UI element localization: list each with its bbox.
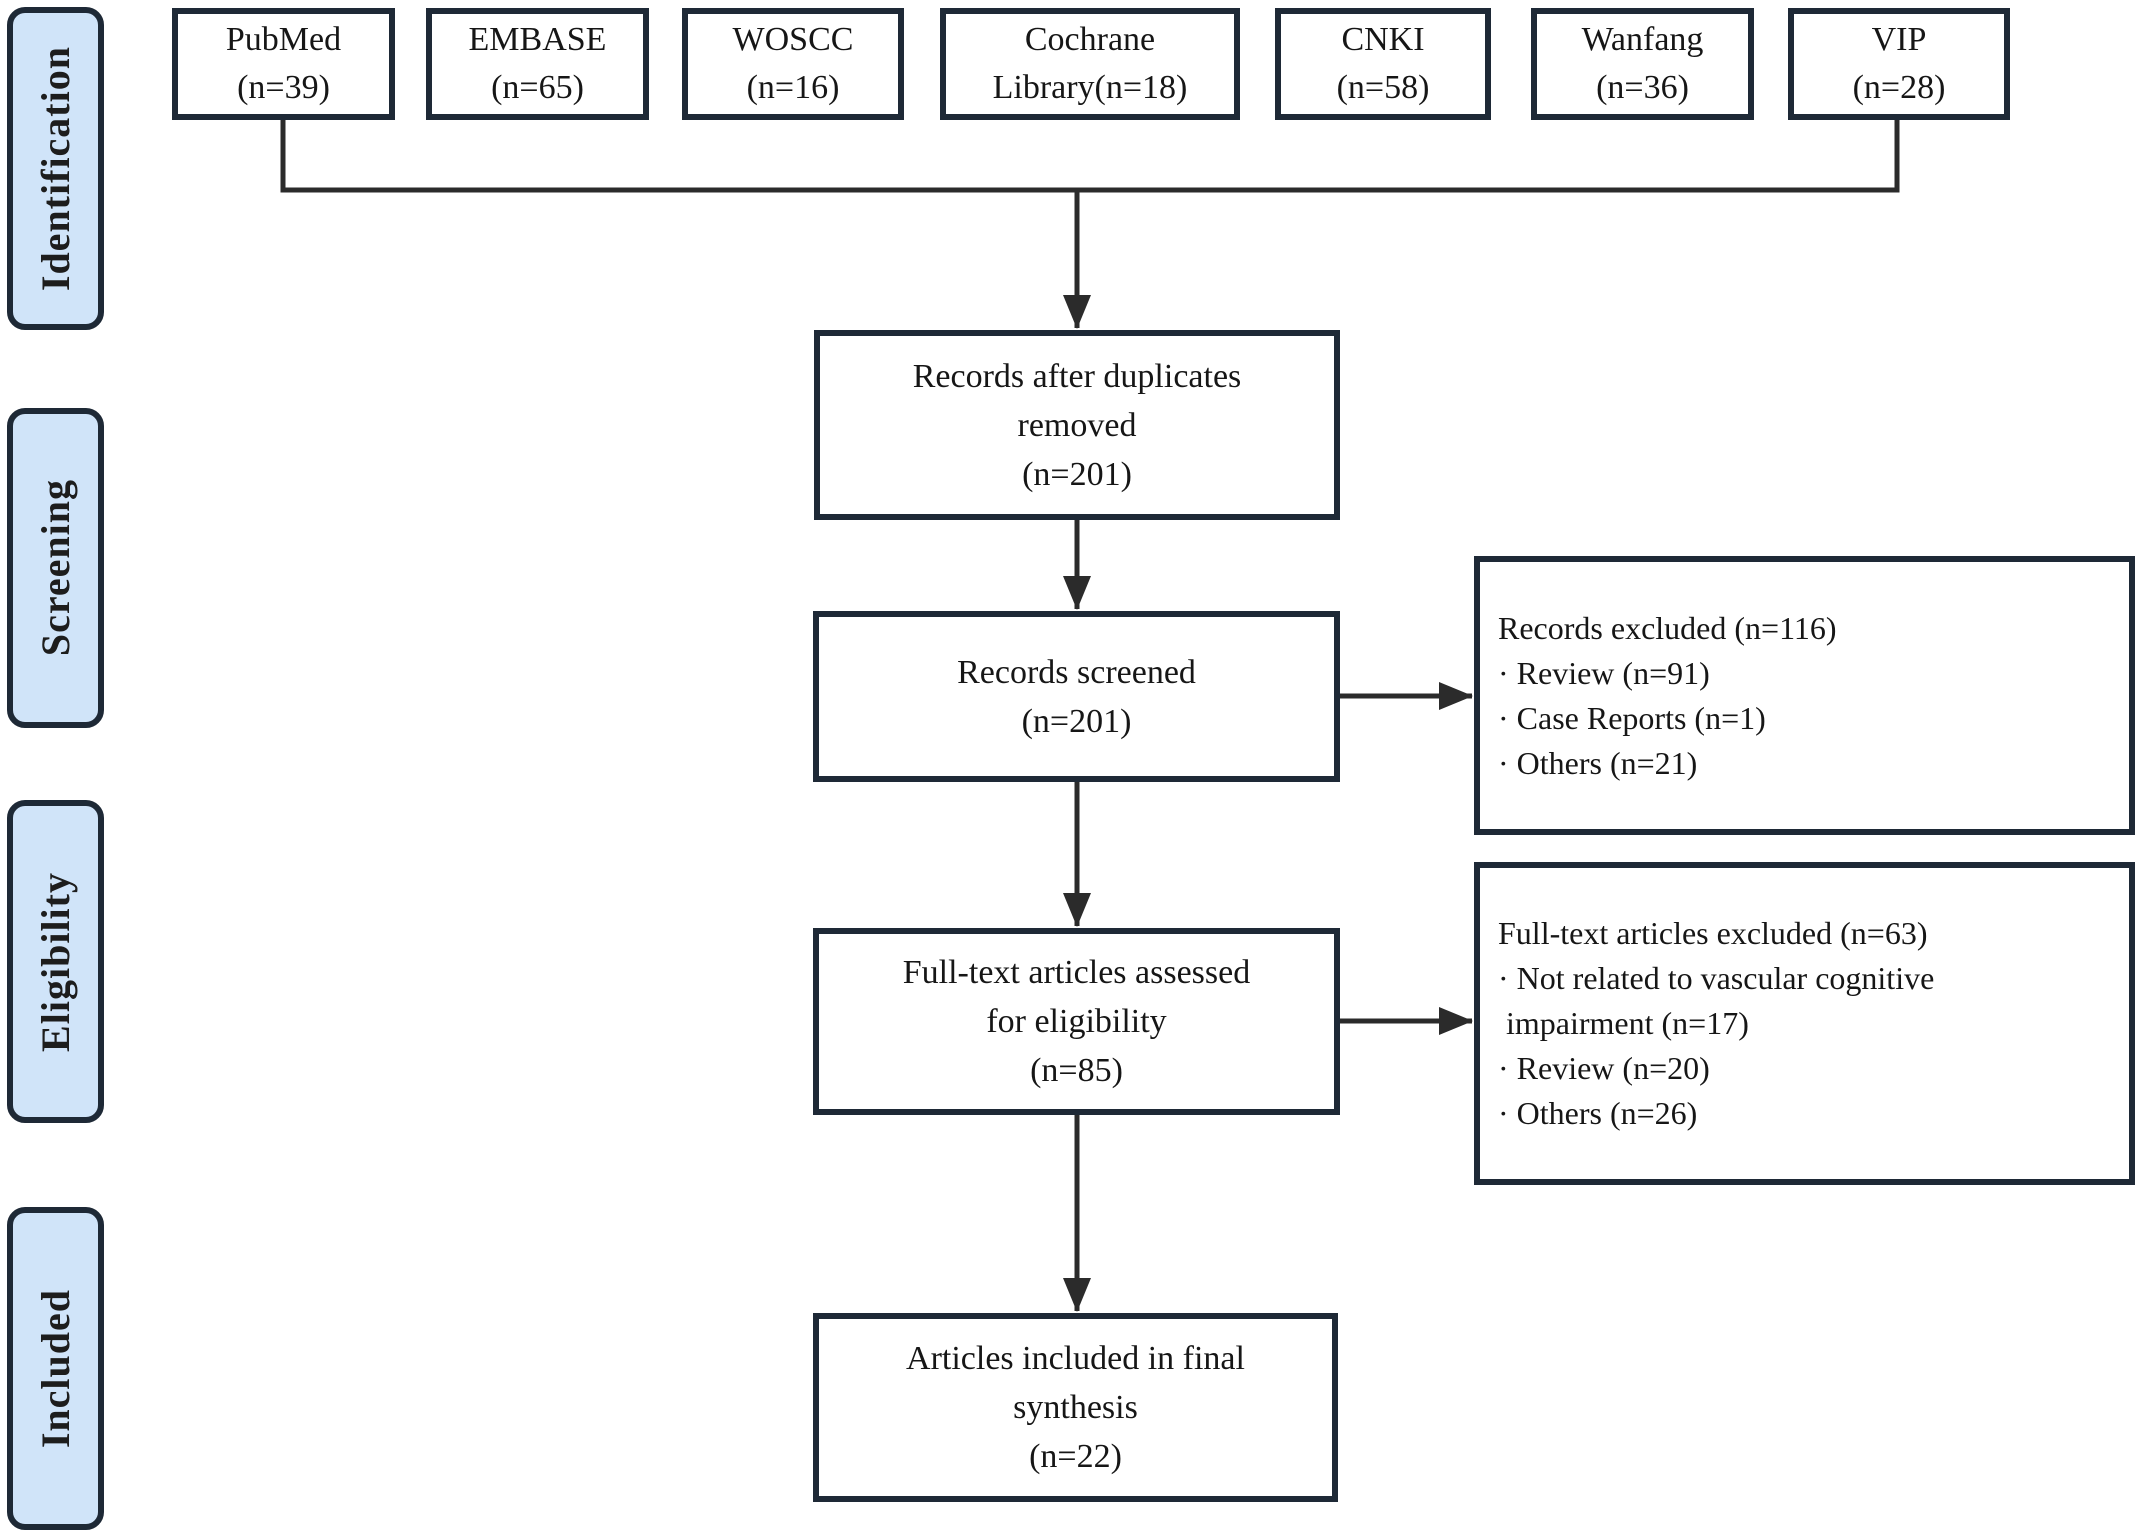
stage-identification: Identification: [7, 7, 104, 330]
source-name: VIP: [1871, 21, 1927, 58]
exclusion-box-fulltext: Full-text articles excluded (n=63) · Not…: [1474, 862, 2135, 1185]
exclusion-item: · Review (n=20): [1498, 1050, 1710, 1086]
stage-screening-label: Screening: [33, 479, 78, 657]
flow-box-records-screened: Records screened (n=201): [813, 611, 1340, 782]
source-name: Wanfang: [1581, 21, 1704, 58]
source-box-cochrane: Cochrane Library(n=18): [940, 8, 1240, 120]
stage-identification-label: Identification: [33, 45, 78, 292]
exclusion-item: · Others (n=26): [1498, 1095, 1698, 1131]
source-name: EMBASE: [468, 21, 607, 58]
source-box-pubmed: PubMed (n=39): [172, 8, 395, 120]
stage-included-label: Included: [33, 1288, 78, 1449]
exclusion-item: · Not related to vascular cognitive: [1498, 960, 1935, 996]
source-box-wanfang: Wanfang (n=36): [1531, 8, 1754, 120]
flow-box-line: Full-text articles assessed: [902, 954, 1251, 991]
source-count: (n=16): [746, 69, 840, 106]
flow-box-fulltext-assessed: Full-text articles assessed for eligibil…: [813, 928, 1340, 1115]
exclusion-title: Full-text articles excluded (n=63): [1498, 915, 1928, 951]
exclusion-box-records: Records excluded (n=116) · Review (n=91)…: [1474, 556, 2135, 835]
flow-box-line: (n=201): [1021, 702, 1132, 740]
source-box-embase: EMBASE (n=65): [426, 8, 649, 120]
exclusion-title: Records excluded (n=116): [1498, 609, 1837, 646]
flow-box-line: for eligibility: [986, 1003, 1167, 1040]
flow-box-line: Articles included in final: [906, 1340, 1245, 1377]
source-name: Cochrane: [1024, 21, 1156, 58]
flow-box-line: removed: [1017, 406, 1137, 444]
stage-included: Included: [7, 1207, 104, 1530]
source-box-vip: VIP (n=28): [1788, 8, 2010, 120]
source-count: Library(n=18): [992, 69, 1188, 106]
source-count: (n=65): [491, 69, 584, 106]
exclusion-item: · Others (n=21): [1498, 744, 1698, 781]
source-name: CNKI: [1341, 21, 1425, 58]
exclusion-item: impairment (n=17): [1498, 1005, 1749, 1041]
stage-eligibility-label: Eligibility: [33, 871, 78, 1052]
flow-box-line: Records screened: [957, 653, 1196, 691]
flow-box-line: (n=85): [1030, 1052, 1123, 1089]
source-count: (n=36): [1596, 69, 1689, 106]
flow-box-line: Records after duplicates: [912, 357, 1242, 395]
source-count: (n=28): [1852, 69, 1946, 106]
stage-screening: Screening: [7, 408, 104, 728]
source-count: (n=58): [1336, 69, 1430, 106]
stage-eligibility: Eligibility: [7, 800, 104, 1123]
source-name: PubMed: [225, 21, 342, 58]
flow-box-included-final: Articles included in final synthesis (n=…: [813, 1313, 1338, 1502]
exclusion-item: · Review (n=91): [1498, 654, 1710, 691]
exclusion-item: · Case Reports (n=1): [1498, 699, 1766, 736]
top-gather-connector: [280, 118, 1900, 193]
flow-box-line: (n=201): [1022, 455, 1132, 493]
flow-box-duplicates-removed: Records after duplicates removed (n=201): [814, 330, 1340, 520]
flow-box-line: synthesis: [1013, 1389, 1138, 1426]
source-name: WOSCC: [732, 21, 854, 58]
source-box-cnki: CNKI (n=58): [1275, 8, 1491, 120]
flow-box-line: (n=22): [1029, 1438, 1122, 1475]
source-count: (n=39): [237, 69, 330, 106]
source-box-woscc: WOSCC (n=16): [682, 8, 904, 120]
